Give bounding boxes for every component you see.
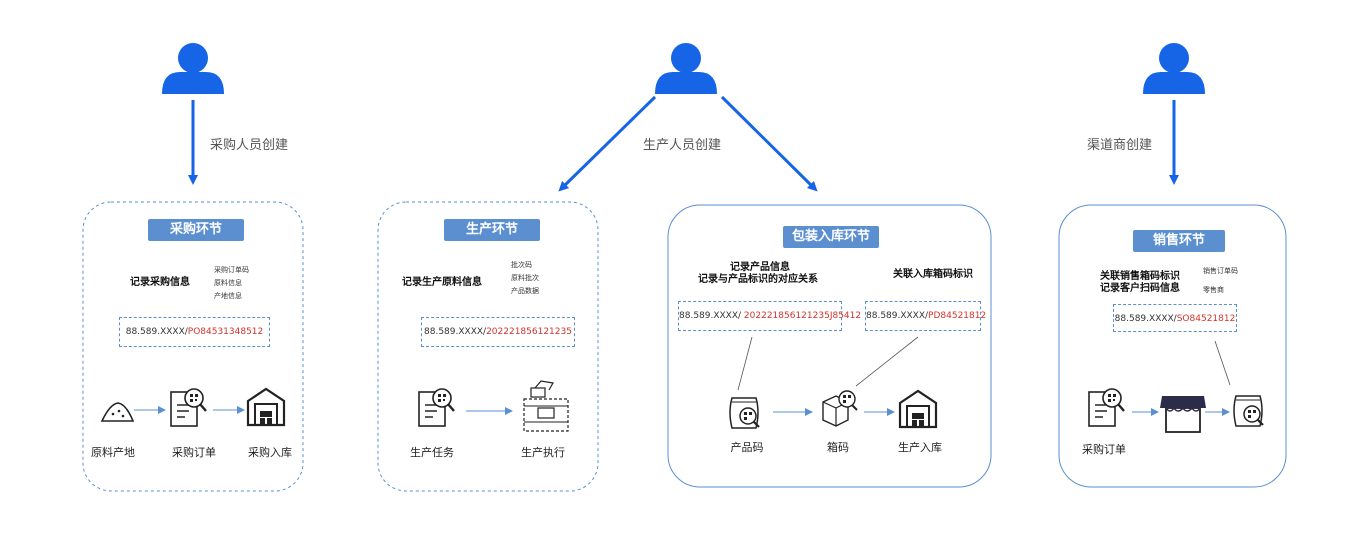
document-qr-icon [1087, 387, 1126, 428]
purchase-creator-label: 采购人员创建 [210, 138, 289, 153]
arrow-packaging [720, 95, 818, 192]
production-field: 批次码 [511, 261, 532, 269]
purchase-box [82, 201, 304, 492]
box-qr-icon [822, 390, 858, 427]
purchase-field: 采购订单码 [214, 266, 249, 274]
sales-field: 销售订单码 [1203, 267, 1238, 275]
user-icon [655, 43, 717, 94]
production-record-label: 记录生产原料信息 [402, 277, 482, 288]
purchase-record-label: 记录采购信息 [130, 277, 190, 288]
bag-qr-icon [728, 396, 761, 430]
packaging-record-label: 记录产品信息 [730, 262, 790, 273]
conveyor-icon [523, 380, 569, 432]
production-box [377, 201, 599, 492]
section-title-sales: 销售环节 [1133, 230, 1225, 252]
sales-record-label: 关联销售箱码标识 [1100, 271, 1180, 282]
purchase-id-box: 88.589.XXXX/PO84531348512 [119, 317, 270, 347]
user-icon [1143, 43, 1205, 94]
flow-label: 箱码 [827, 441, 849, 454]
warehouse-icon [246, 387, 286, 427]
flow-label: 采购订单 [172, 446, 216, 459]
flow-label: 生产任务 [410, 446, 454, 459]
production-id-box: 88.589.XXXX/202221856121235 [421, 317, 575, 347]
sales-box [1058, 204, 1287, 488]
packaging-id-box: 88.589.XXXX/PD84521812 [865, 301, 986, 331]
soil-pile-icon [100, 402, 135, 422]
user-icon [162, 43, 224, 94]
purchase-field: 原料信息 [214, 279, 242, 287]
production-field: 原料批次 [511, 274, 539, 282]
flow-label: 原料产地 [91, 446, 135, 459]
sales-id-box: 88.589.XXXX/SO84521812 [1113, 304, 1237, 332]
flow-label: 采购入库 [248, 446, 292, 459]
store-icon [1160, 396, 1206, 433]
packaging-box [667, 204, 992, 488]
channel-creator-label: 渠道商创建 [1087, 138, 1153, 153]
arrow-production [558, 95, 657, 192]
flow-label: 生产入库 [898, 441, 942, 454]
flow-label: 生产执行 [521, 446, 565, 459]
document-qr-icon [417, 387, 456, 428]
flow-label: 采购订单 [1082, 443, 1126, 456]
flow-label: 产品码 [730, 441, 764, 454]
production-creator-label: 生产人员创建 [643, 138, 722, 153]
warehouse-icon [898, 389, 938, 429]
bag-qr-icon [1232, 394, 1265, 428]
sales-record-label: 记录客户扫码信息 [1100, 283, 1180, 294]
section-title-packaging: 包装入库环节 [783, 226, 879, 248]
section-title-purchase: 采购环节 [148, 219, 244, 241]
packaging-id-box: 88.589.XXXX/ 202221856121235J85412 [678, 301, 861, 331]
packaging-record-label: 关联入库箱码标识 [893, 269, 973, 280]
sales-field: 零售商 [1203, 286, 1224, 294]
packaging-record-label: 记录与产品标识的对应关系 [698, 274, 818, 285]
section-title-production: 生产环节 [444, 219, 540, 241]
document-qr-icon [169, 387, 208, 428]
purchase-field: 产地信息 [214, 292, 242, 300]
production-field: 产品数据 [511, 287, 539, 295]
